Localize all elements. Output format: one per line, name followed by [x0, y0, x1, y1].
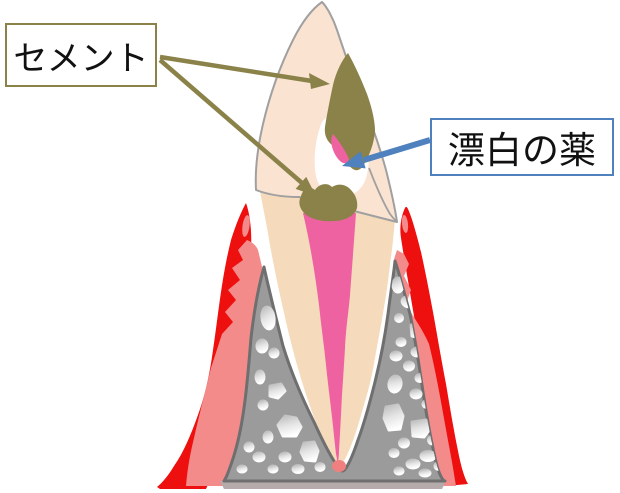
gum-right-drop — [401, 215, 409, 233]
bleach-arrow — [342, 137, 431, 169]
crown-lingual-line — [368, 167, 397, 222]
bleach-label-box: 漂白の薬 — [430, 118, 614, 176]
cement-arrow-upper — [159, 54, 330, 89]
cement-label-text: セメント — [13, 39, 149, 78]
cement-arrow-lower — [158, 58, 316, 196]
gum-right-red — [400, 206, 468, 486]
root-apex — [332, 460, 346, 472]
bleach-label-text: 漂白の薬 — [448, 130, 596, 171]
pulp-sliver — [331, 134, 349, 164]
gum-left-drop — [242, 215, 250, 237]
cement-label-box: セメント — [5, 23, 157, 87]
bone-bottom-shadow — [220, 481, 446, 489]
pulp-canal — [303, 213, 356, 464]
